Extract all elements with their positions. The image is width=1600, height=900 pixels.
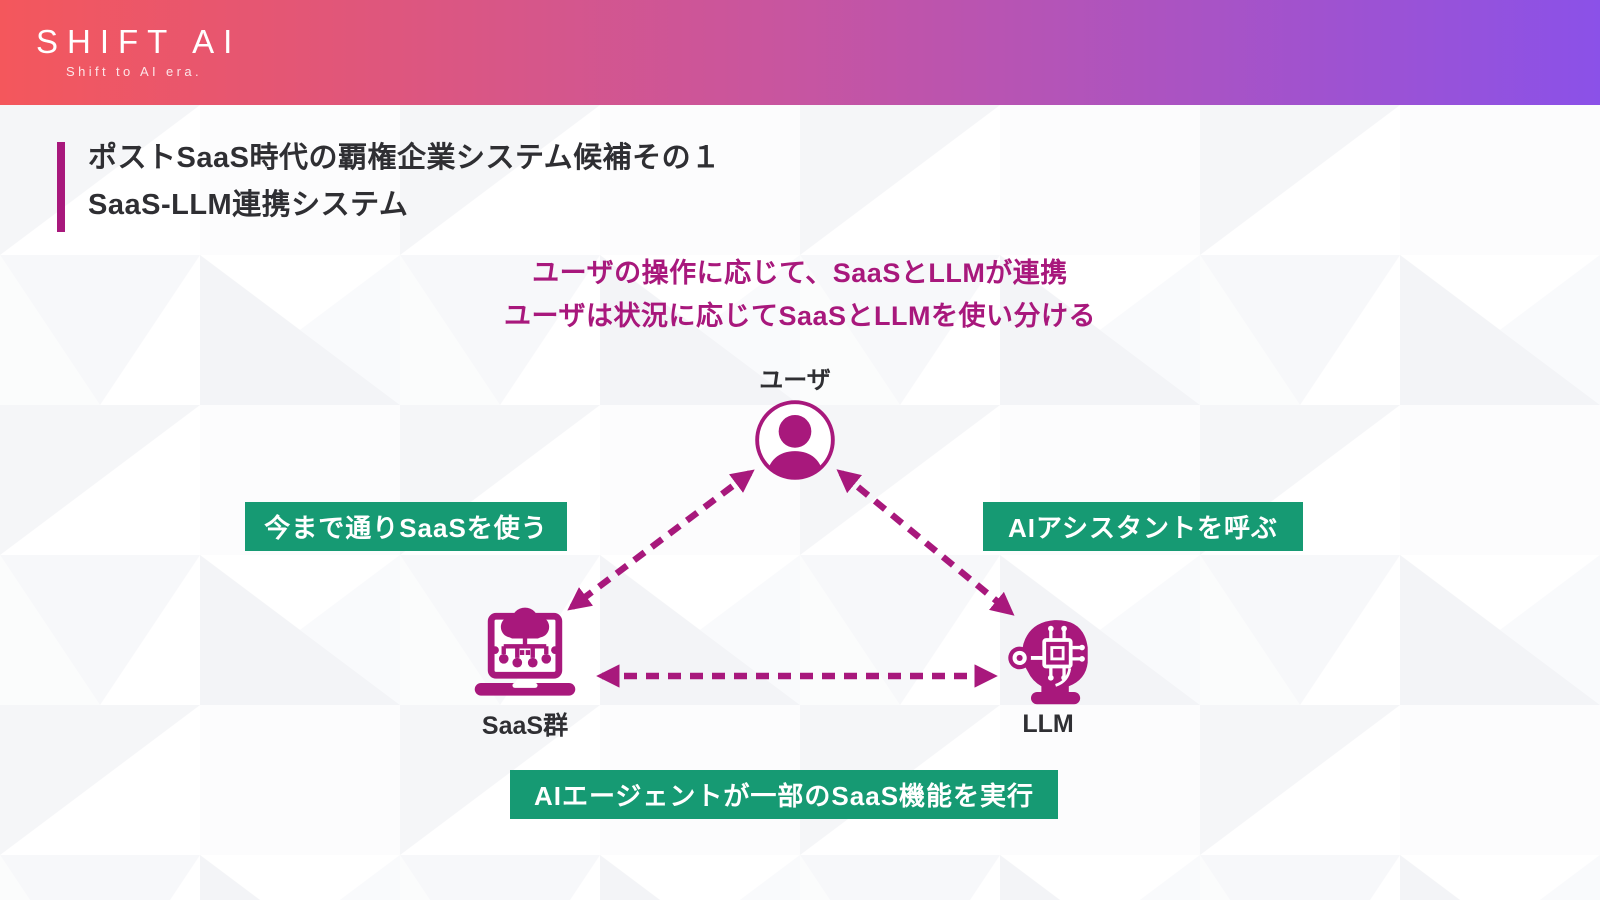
title-accent-bar <box>57 142 65 232</box>
user-node <box>752 397 838 483</box>
subtitle: ユーザの操作に応じて、SaaSとLLMが連携 ユーザは状況に応じてSaaSとLL… <box>0 252 1600 338</box>
saas-cloud-laptop-icon <box>474 607 576 696</box>
user-node-label: ユーザ <box>759 367 831 394</box>
arrow-user-saas <box>567 469 755 611</box>
title-line2: SaaS-LLM連携システム <box>88 189 409 221</box>
subtitle-line1: ユーザの操作に応じて、SaaSとLLMが連携 <box>532 258 1068 288</box>
page-title: ポストSaaS時代の覇権企業システム候補その１ SaaS-LLM連携システム <box>88 135 721 229</box>
label-ai-agent-executes-saas: AIエージェントが一部のSaaS機能を実行 <box>510 770 1058 819</box>
shift-ai-logo: SHIFT AI <box>36 23 242 60</box>
llm-node <box>996 604 1100 710</box>
brand-block: SHIFT AI Shift to AI era. <box>36 23 241 79</box>
logo-tagline: Shift to AI era. <box>66 64 203 79</box>
saas-node-label: SaaS群 <box>481 712 569 740</box>
llm-robot-head-icon <box>1008 620 1088 705</box>
saas-node <box>467 599 583 709</box>
llm-node-label: LLM <box>1022 710 1074 738</box>
header-bar: SHIFT AI Shift to AI era. <box>0 0 1600 105</box>
label-call-ai-assistant: AIアシスタントを呼ぶ <box>983 502 1303 551</box>
label-use-saas-as-before: 今まで通りSaaSを使う <box>245 502 567 551</box>
subtitle-line2: ユーザは状況に応じてSaaSとLLMを使い分ける <box>504 301 1096 331</box>
user-icon <box>755 400 835 480</box>
title-line1: ポストSaaS時代の覇権企業システム候補その１ <box>88 142 721 174</box>
